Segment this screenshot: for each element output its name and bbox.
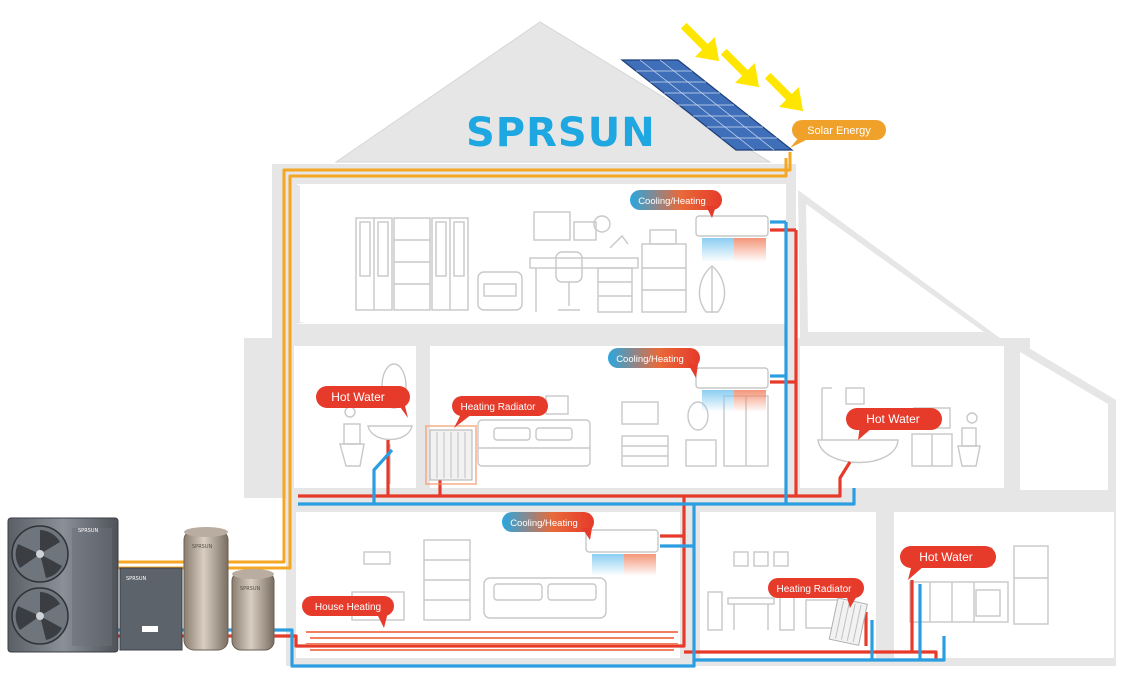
callout-cooling-heating-ground: Cooling/Heating [502,512,594,540]
left-eave [244,430,290,488]
air-conditioner-icon [695,215,769,262]
callout-hot-water-kitchen-label: Hot Water [919,550,973,564]
callout-hot-water-right-label: Hot Water [866,412,920,426]
water-tank-icon: SPRSUN [231,569,275,651]
air-conditioner-icon [695,367,769,412]
room-bedroom [430,346,786,488]
dresser-icon [621,401,717,467]
sun-arrow-icon [680,22,720,62]
wardrobe-icon [355,217,469,311]
bookshelf-living-icon [363,539,471,621]
callout-hot-water-left: Hot Water [316,386,410,418]
bed-icon [477,395,591,467]
far-right-gable-inner [1020,352,1108,490]
air-conditioner-icon [585,529,659,576]
cabinet-icon [641,229,726,313]
callout-heating-radiator-bedroom-label: Heating Radiator [460,402,536,413]
indoor-unit-brand-label: SPRSUN [126,576,146,582]
brand-logo: SPRSUN [466,110,656,156]
callout-house-heating: House Heating [302,596,394,628]
radiator-icon [425,425,477,485]
water-tank-icon: SPRSUN [183,527,229,651]
underfloor-heating-icon [306,631,678,651]
callout-cooling-heating-top-label: Cooling/Heating [638,196,706,207]
callout-heating-radiator-dining: Heating Radiator [768,578,864,608]
callout-solar-energy: Solar Energy [790,120,886,148]
callout-cooling-heating-middle-label: Cooling/Heating [616,354,684,365]
callout-house-heating-label: House Heating [315,602,381,613]
callout-hot-water-left-label: Hot Water [331,390,385,404]
callout-solar-energy-label: Solar Energy [807,125,871,137]
armchair-icon [477,271,523,311]
callout-cooling-heating-middle: Cooling/Heating [608,348,700,378]
indoor-control-unit-icon: SPRSUN [119,567,183,651]
unit-brand-label: SPRSUN [78,528,98,534]
room-kitchen [894,512,1114,658]
heat-pump-outdoor-unit-icon: SPRSUN [7,517,119,653]
callout-heating-radiator-dining-label: Heating Radiator [776,584,852,595]
toilet-right-icon [957,412,981,467]
bathtub-icon [817,387,899,464]
bookshelf-icon [393,217,431,311]
sun-arrow-icon [764,72,804,112]
side-roof-right-inner [806,204,984,332]
callout-cooling-heating-ground-label: Cooling/Heating [510,518,578,529]
radiator-icon [828,597,868,646]
room-bathroom-left [294,346,416,488]
solar-panel-icon [620,59,794,151]
callout-hot-water-right: Hot Water [846,408,942,440]
main-roof [334,21,772,163]
tank-brand-label: SPRSUN [192,544,212,550]
callout-hot-water-kitchen: Hot Water [900,546,996,580]
callout-cooling-heating-top: Cooling/Heating [630,190,722,218]
small-tank-brand-label: SPRSUN [240,586,260,592]
desk-icon [529,211,639,313]
sun-arrow-icon [720,48,760,88]
sofa-icon [351,577,607,621]
refrigerator-icon [1013,545,1049,625]
callout-heating-radiator-bedroom: Heating Radiator [452,396,548,428]
sun-arrows [680,22,804,112]
